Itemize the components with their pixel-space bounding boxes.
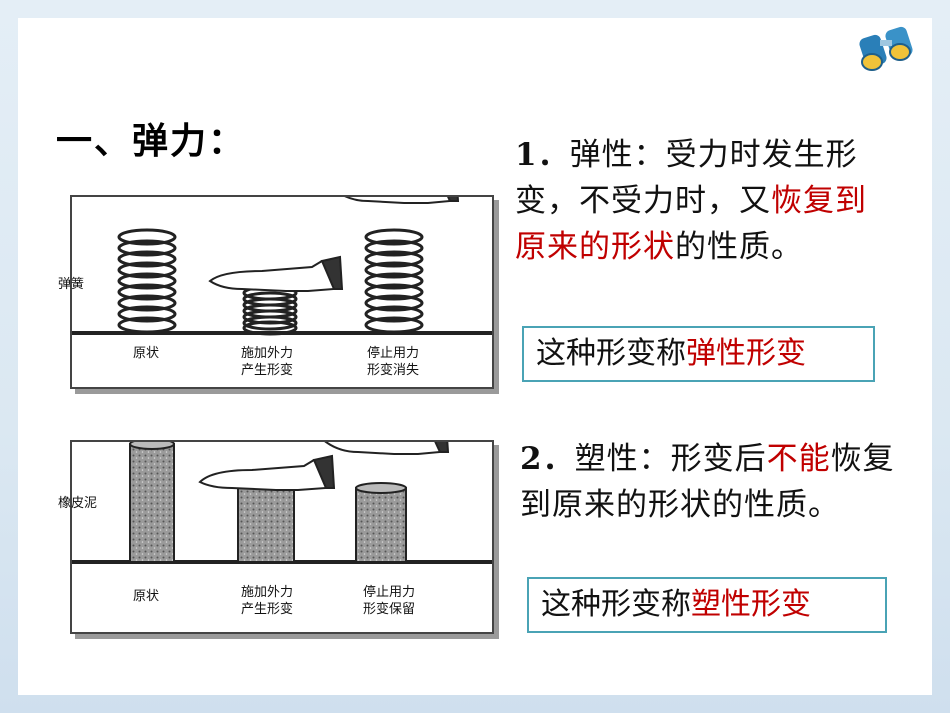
caption-line: 产生形变 (240, 363, 293, 378)
binoculars-icon (859, 26, 913, 71)
plastic-deformation-box: 这种形变称塑性形变 (527, 577, 887, 633)
highlight-text: 恢复到原来的形状 (515, 183, 867, 265)
box-highlight: 塑性形变 (691, 587, 811, 622)
hand-raised (344, 197, 460, 204)
clay-figure: 橡皮泥 原状 施加外力 产生形变 停止用力 形变保留 (58, 440, 494, 634)
elasticity-definition: 1．弹性：受力时发生形变，不受力时，又恢复到原来的形状的性质。 (515, 132, 895, 270)
caption-apply-force: 施加外力 产生形变 (222, 345, 312, 379)
caption-line: 施加外力 (240, 585, 293, 600)
clay-original (129, 442, 175, 563)
caption-original: 原状 (132, 589, 159, 604)
hand-raised (324, 442, 450, 455)
clay-label: 橡皮泥 (58, 496, 98, 511)
caption-stop-force: 停止用力 形变保留 (344, 584, 434, 618)
caption-stop-force: 停止用力 形变消失 (348, 345, 438, 379)
spring-compressed (242, 285, 298, 336)
definition-text: 弹性：受力时发生形变，不受力时，又 (515, 137, 858, 219)
definition-text-end: 的性质。 (675, 229, 803, 265)
elastic-deformation-box: 这种形变称弹性形变 (522, 326, 875, 382)
clay-retained (355, 482, 407, 563)
hand-press (208, 255, 344, 292)
plasticity-definition: 2．塑性：形变后不能恢复到原来的形状的性质。 (520, 436, 905, 528)
highlight-text: 不能 (766, 441, 831, 477)
caption-line: 施加外力 (240, 346, 293, 361)
section-heading: 一、弹力： (56, 121, 247, 162)
clay-illustration (72, 442, 492, 564)
spring-restored (364, 228, 424, 334)
item-number: 1． (515, 137, 570, 173)
caption-line: 产生形变 (240, 602, 293, 617)
caption-line: 停止用力 (362, 585, 415, 600)
box-highlight: 弹性形变 (686, 336, 806, 371)
caption-original: 原状 (132, 346, 159, 361)
box-text: 这种形变称 (541, 587, 691, 622)
definition-text-end: 恢复到原来的形状的性质。 (520, 441, 895, 523)
caption-line: 形变保留 (362, 602, 415, 617)
clay-compressed (237, 483, 295, 563)
hand-press (198, 454, 336, 491)
item-number: 2． (520, 441, 575, 477)
spring-label: 弹簧 (58, 277, 85, 292)
caption-apply-force: 施加外力 产生形变 (222, 584, 312, 618)
caption-line: 形变消失 (366, 363, 419, 378)
spring-original (117, 228, 177, 334)
caption-line: 停止用力 (366, 346, 419, 361)
spring-illustration (72, 197, 492, 336)
spring-figure: 弹簧 原状 施加外力 产生形变 停止用力 形变消失 (58, 195, 494, 389)
definition-text: 塑性：形变后 (574, 441, 767, 477)
box-text: 这种形变称 (536, 336, 686, 371)
